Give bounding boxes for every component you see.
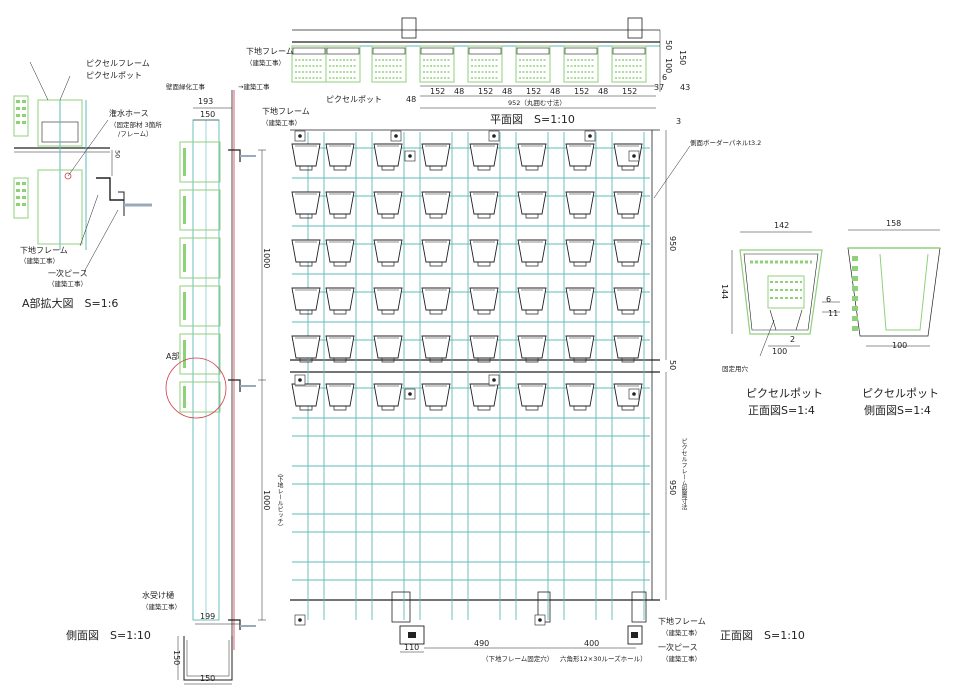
label-per-frame: /フレーム） xyxy=(118,130,153,138)
side-dim-tray-h: 150 xyxy=(172,650,181,666)
pot-front-dim-11: 11 xyxy=(828,309,839,318)
plan-right-dim-150: 150 xyxy=(678,50,687,66)
side-dim-193: 193 xyxy=(198,97,214,106)
side-top-right-label: →建築工事 xyxy=(238,83,270,91)
plan-frame-sub: （建築工事） xyxy=(246,59,285,67)
plan-frame-label: 下地フレーム xyxy=(246,47,294,56)
plan-dim-4: 48 xyxy=(502,87,513,96)
front-frame-note: ピクセルフレーム設置寸法 xyxy=(680,438,687,510)
plan-dim-8: 48 xyxy=(598,87,609,96)
plan-dim-2: 48 xyxy=(454,87,465,96)
side-dim-tray-w: 150 xyxy=(200,674,216,683)
side-dim-pitch2: 1000 xyxy=(262,490,271,511)
pot-front-drawing xyxy=(731,231,840,357)
label-irrigation-hose: 潅水ホース xyxy=(109,109,149,118)
plan-right-dim-6: 6 xyxy=(662,73,668,82)
side-tray-sub: （建築工事） xyxy=(142,603,181,611)
label-base-frame-sub: （建築工事） xyxy=(20,257,59,265)
detail-a-title: A部拡大図 S=1:6 xyxy=(22,297,119,310)
plan-dim-16: 43 xyxy=(680,83,691,92)
plan-dim-3: 152 xyxy=(478,87,494,96)
side-view-title: 側面図 S=1:10 xyxy=(66,629,151,642)
plan-dim-7: 152 xyxy=(574,87,590,96)
front-dim-110: 110 xyxy=(404,643,420,652)
plan-view-title: 平面図 S=1:10 xyxy=(490,113,575,126)
plan-dim-1: 152 xyxy=(430,87,446,96)
side-pitch-note: （下地レールピッチ） xyxy=(276,470,283,530)
plan-dim-0: 48 xyxy=(406,95,417,104)
side-dim-150: 150 xyxy=(200,110,216,119)
side-frame-label: 下地フレーム xyxy=(262,107,310,116)
label-fixing-parts: （固定部材 3箇所 xyxy=(110,121,162,129)
pot-front-dim-6: 6 xyxy=(826,295,832,304)
plan-dim-5: 152 xyxy=(526,87,542,96)
front-bottom-note-2: 六角形12×30ルーズホール） xyxy=(560,655,647,663)
front-dim-950-top: 950 xyxy=(668,236,677,252)
plan-right-dim-100: 100 xyxy=(664,58,673,74)
detail-a-dim: 50 xyxy=(113,150,122,159)
plan-pot-label: ピクセルポット xyxy=(326,95,382,104)
label-base-frame: 下地フレーム xyxy=(20,246,68,255)
plan-right-dim-50: 50 xyxy=(664,40,673,51)
front-view-title: 正面図 S=1:10 xyxy=(720,629,805,642)
plan-view-drawing xyxy=(291,17,661,109)
pot-front-dim-top: 142 xyxy=(774,221,790,230)
front-edge-dim: 3 xyxy=(676,117,682,126)
pot-side-title-2: 側面図S=1:4 xyxy=(864,404,931,417)
detail-a-drawing xyxy=(13,61,152,273)
side-dim-pitch1: 1000 xyxy=(262,248,271,269)
pot-front-dim-h: 144 xyxy=(720,284,729,300)
side-tray-label: 水受け樋 xyxy=(142,591,174,600)
plan-dim-9: 152 xyxy=(622,87,638,96)
pot-front-hole-label: 固定用穴 xyxy=(722,365,748,373)
side-view-drawing xyxy=(165,90,266,685)
pot-front-title-2: 正面図S=1:4 xyxy=(748,404,815,417)
front-dim-950-bottom: 950 xyxy=(668,480,677,496)
front-border-label: 側面ボーダーパネルt3.2 xyxy=(690,139,762,147)
front-dim-490: 490 xyxy=(474,639,490,648)
plan-dim-15: 37 xyxy=(654,83,665,92)
label-pixel-frame: ピクセルフレーム xyxy=(86,59,150,68)
pot-front-dim-2: 2 xyxy=(790,335,796,344)
label-primary-piece: 一次ピース xyxy=(48,269,88,278)
front-frame-sub: （建築工事） xyxy=(662,629,701,637)
plan-dim-6: 48 xyxy=(550,87,561,96)
plan-total-dim: 952（丸囲む寸法） xyxy=(508,99,566,107)
pot-side-dim-b: 100 xyxy=(892,341,908,350)
side-a-label: A部 xyxy=(166,352,180,361)
front-dim-gap: 50 xyxy=(668,360,677,371)
pot-side-dim-top: 158 xyxy=(886,219,902,228)
front-view-drawing xyxy=(290,129,691,653)
pot-side-drawing xyxy=(847,229,941,347)
front-piece-label: 一次ピース xyxy=(658,643,698,652)
pot-front-title-1: ピクセルポット xyxy=(746,387,823,400)
front-frame-label: 下地フレーム xyxy=(658,617,706,626)
front-dim-400: 400 xyxy=(584,639,600,648)
side-frame-sub: （建築工事） xyxy=(262,119,301,127)
pot-side-title-1: ピクセルポット xyxy=(862,387,939,400)
pot-front-dim-b: 100 xyxy=(772,347,788,356)
side-dim-199: 199 xyxy=(200,612,216,621)
side-top-left-label: 壁面緑化工事 xyxy=(166,83,205,91)
front-bottom-note-1: （下地フレーム固定穴） xyxy=(482,655,554,663)
front-piece-sub: （建築工事） xyxy=(662,655,701,663)
label-pixel-pot: ピクセルポット xyxy=(86,71,142,80)
label-primary-piece-sub: （建築工事） xyxy=(48,280,87,288)
